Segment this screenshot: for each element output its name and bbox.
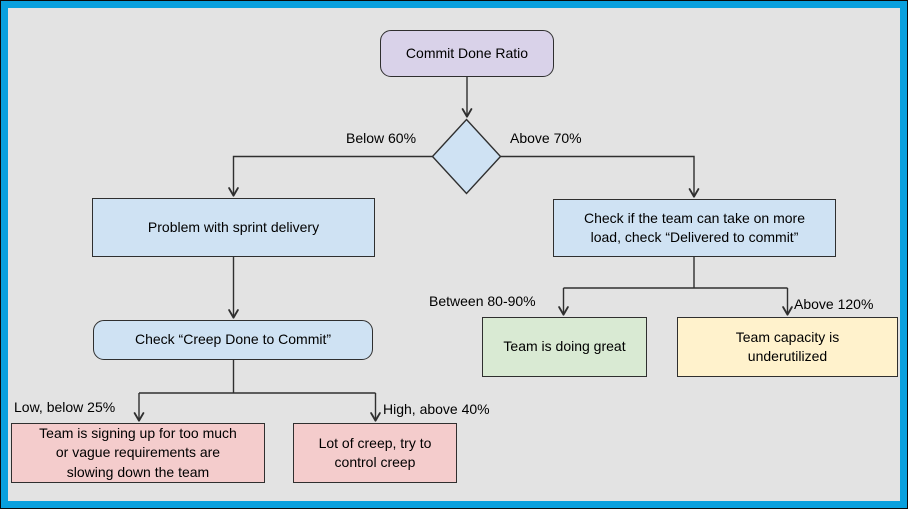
node-label: Team capacity is underutilized: [735, 328, 840, 364]
node-check-creep-done-to-commit: Check “Creep Done to Commit”: [93, 320, 373, 360]
node-label: Lot of creep, try to control creep: [318, 434, 432, 470]
edge-label-high-above-40: High, above 40%: [383, 401, 490, 417]
node-label: Team is doing great: [503, 338, 626, 355]
edge-label-above-70: Above 70%: [510, 130, 582, 146]
edge-label-above-120: Above 120%: [794, 296, 874, 312]
edge-decision-to-problem: [228, 155, 433, 197]
edge-decision-to-take-more: [500, 155, 700, 198]
node-team-overcommit: Team is signing up for too much or vague…: [11, 423, 265, 483]
node-label: Problem with sprint delivery: [147, 218, 320, 235]
edge-label-low-below-25: Low, below 25%: [14, 399, 116, 415]
node-check-take-more-load: Check if the team can take on more load,…: [553, 199, 836, 257]
node-problem-sprint-delivery: Problem with sprint delivery: [92, 198, 375, 257]
node-commit-done-ratio: Commit Done Ratio: [380, 30, 554, 77]
decision-diamond: [431, 118, 502, 195]
node-lot-of-creep: Lot of creep, try to control creep: [293, 423, 457, 483]
edge-label-between-80-90: Between 80-90%: [429, 293, 536, 309]
edge-label-below-60: Below 60%: [346, 130, 417, 146]
node-label: Team is signing up for too much or vague…: [39, 425, 237, 480]
node-label: Check if the team can take on more load,…: [584, 209, 805, 245]
node-team-doing-great: Team is doing great: [482, 317, 647, 377]
node-label: Commit Done Ratio: [405, 44, 529, 61]
node-label: Check “Creep Done to Commit”: [134, 331, 332, 348]
node-team-capacity-underutilized: Team capacity is underutilized: [677, 317, 898, 377]
